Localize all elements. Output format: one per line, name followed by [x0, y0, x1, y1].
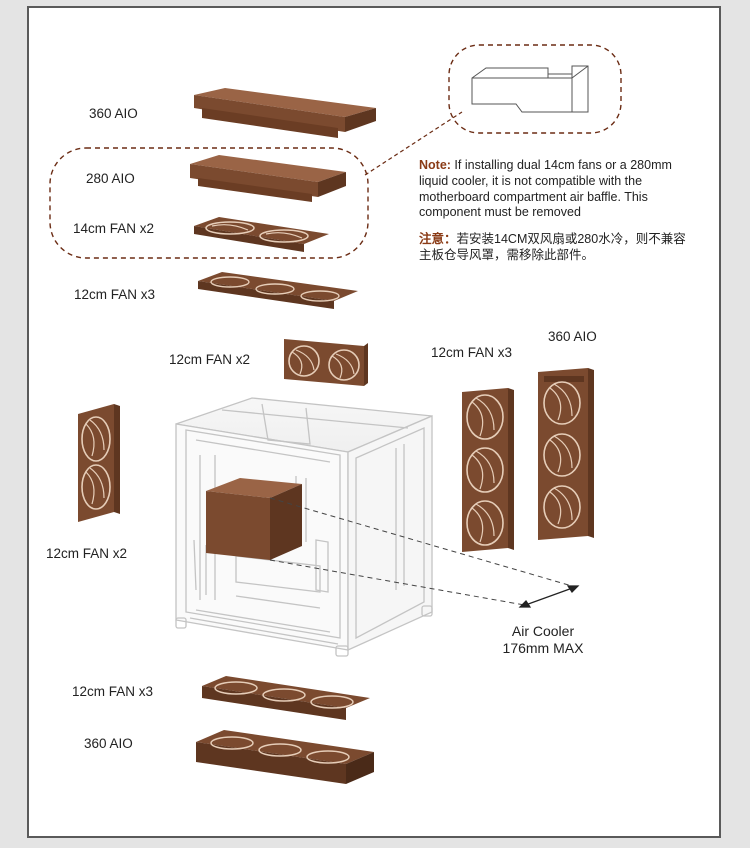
air-baffle-part — [471, 65, 589, 113]
radiator-360-side — [538, 368, 594, 540]
label-12cm-fan-x3-top: 12cm FAN x3 — [74, 287, 156, 302]
clearance-arrow — [518, 585, 580, 608]
label-12cm-fan-x3-side: 12cm FAN x3 — [431, 345, 513, 360]
fans-120-x2-upper — [284, 339, 368, 386]
fans-120-x3-top — [198, 272, 358, 309]
air-cooler-line1: Air Cooler — [511, 623, 575, 639]
fans-120-x3-bottom — [202, 676, 370, 720]
note-text-zh: 若安装14CM双风扇或280水冷，则不兼容主板仓导风罩，需移除此部件。 — [419, 232, 686, 262]
radiator-360-bottom — [196, 730, 374, 784]
compat-note-chinese: 注意：若安装14CM双风扇或280水冷，则不兼容主板仓导风罩，需移除此部件。 — [419, 231, 689, 263]
fans-140-x2 — [194, 217, 329, 252]
callout-line — [364, 111, 463, 176]
note-key-zh: 注意： — [419, 232, 457, 246]
compat-note-english: Note: If installing dual 14cm fans or a … — [419, 158, 689, 221]
cpu-air-cooler — [206, 478, 302, 560]
label-360-aio-top: 360 AIO — [89, 106, 138, 121]
fans-120-x2-front — [78, 404, 120, 522]
baffle-detail-outline — [448, 44, 622, 134]
radiator-360-top — [194, 88, 376, 138]
cooler-clearance-guide — [269, 497, 573, 607]
note-text-en: If installing dual 14cm fans or a 280mm … — [419, 158, 672, 220]
label-12cm-fan-x2-upper: 12cm FAN x2 — [169, 352, 251, 367]
label-360-aio-bottom: 360 AIO — [84, 736, 133, 751]
label-360-aio-side: 360 AIO — [548, 329, 597, 344]
label-14cm-fan-x2: 14cm FAN x2 — [73, 221, 155, 236]
radiator-280 — [190, 155, 346, 202]
label-280-aio: 280 AIO — [86, 171, 135, 186]
label-12cm-fan-x2-front: 12cm FAN x2 — [46, 546, 128, 561]
label-12cm-fan-x3-bottom: 12cm FAN x3 — [72, 684, 154, 699]
note-key-en: Note: — [419, 158, 451, 172]
fans-120-x3-side — [462, 388, 514, 552]
air-cooler-line2: 176mm MAX — [502, 640, 584, 656]
air-cooler-label: Air Cooler 176mm MAX — [488, 623, 598, 657]
